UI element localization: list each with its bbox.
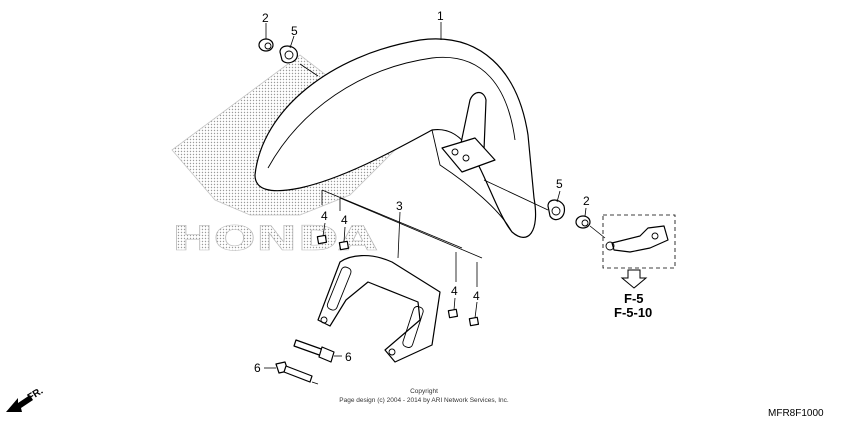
reference-label-f510: F-5-10: [614, 305, 652, 320]
reference-assembly: [602, 214, 676, 269]
callout-fender-stay: 3: [396, 199, 403, 213]
callout-collar-upper: 2: [262, 11, 269, 25]
callout-clip-nut-b: 4: [341, 213, 348, 227]
callout-clip-nut-d: 4: [473, 289, 480, 303]
clip-nut-a[interactable]: [316, 234, 328, 245]
leader-lines: [264, 22, 606, 385]
honda-wordmark: HONDA: [172, 219, 378, 259]
callout-grommet-lower: 5: [556, 177, 563, 191]
callout-bolt-lower: 6: [254, 361, 261, 375]
fender-stay[interactable]: [317, 255, 441, 363]
front-fender[interactable]: [254, 38, 537, 238]
clip-nut-c[interactable]: [447, 308, 459, 319]
front-direction-indicator: FR.: [6, 386, 45, 412]
reference-arrow-icon: [620, 269, 648, 289]
callout-bolt-upper: 6: [345, 350, 352, 364]
callout-front-fender: 1: [437, 9, 444, 23]
front-arrow-icon: [6, 395, 33, 412]
collar-upper[interactable]: [258, 38, 274, 52]
callout-clip-nut-c: 4: [451, 284, 458, 298]
diagram-code: MFR8F1000: [768, 408, 824, 419]
copyright-line-1: Copyright: [410, 388, 438, 395]
grommet-lower[interactable]: [547, 199, 566, 221]
clip-nut-d[interactable]: [468, 316, 480, 327]
clip-nut-b[interactable]: [338, 240, 350, 251]
callout-grommet-upper: 5: [291, 24, 298, 38]
collar-lower[interactable]: [575, 215, 591, 229]
bolt-lower[interactable]: [275, 361, 313, 383]
callout-clip-nut-a: 4: [321, 209, 328, 223]
callout-collar-lower: 2: [583, 194, 590, 208]
bolt-upper[interactable]: [293, 339, 335, 363]
reference-label-f5: F-5: [624, 291, 644, 306]
grommet-upper[interactable]: [279, 45, 298, 64]
copyright-line-2: Page design (c) 2004 - 2014 by ARI Netwo…: [339, 397, 509, 404]
